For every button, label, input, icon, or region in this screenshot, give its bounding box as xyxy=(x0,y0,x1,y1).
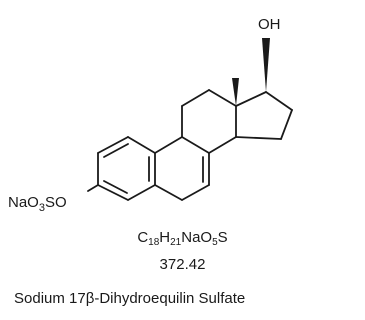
ring-c xyxy=(181,89,237,154)
formula-subscript: 21 xyxy=(170,237,182,248)
molecular-formula: C18H21NaO5S xyxy=(0,229,365,248)
sulfate-group-label: NaO3SO xyxy=(8,194,67,214)
hydroxyl-label: OH xyxy=(258,16,281,33)
ring-a xyxy=(97,136,156,201)
ring-d xyxy=(235,91,293,140)
formula-element: S xyxy=(217,229,228,246)
formula-element: C xyxy=(137,229,149,246)
formula-element: NaO xyxy=(181,229,213,246)
compound-name: Sodium 17β-Dihydroequilin Sulfate xyxy=(14,290,246,307)
molecular-weight: 372.42 xyxy=(159,256,206,273)
hydroxyl-wedge xyxy=(262,38,270,92)
methyl-wedge xyxy=(232,78,239,106)
formula-subscript: 5 xyxy=(212,237,218,248)
sulfate-bond xyxy=(87,184,99,192)
formula-subscript: 18 xyxy=(148,237,160,248)
formula-element: H xyxy=(159,229,171,246)
ring-b xyxy=(154,136,210,201)
